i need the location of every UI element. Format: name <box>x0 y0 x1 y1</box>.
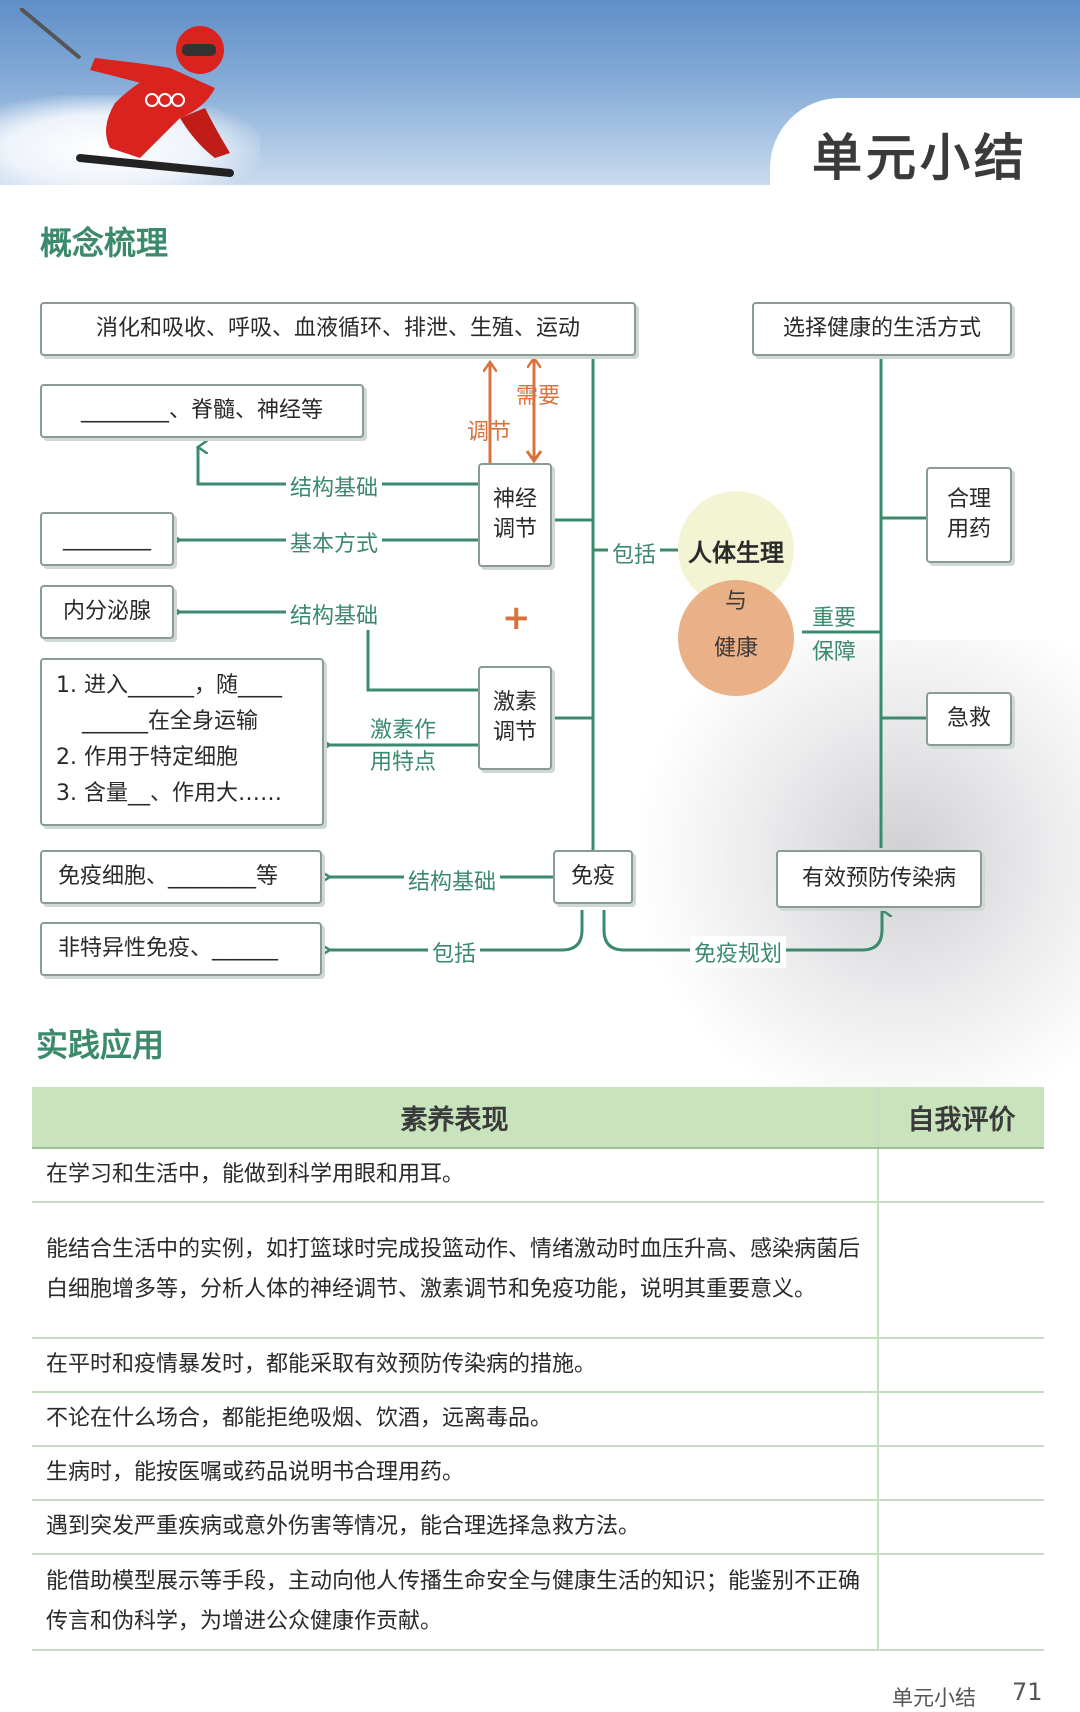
table-cell-self-evaluation[interactable] <box>877 1202 1044 1339</box>
label-immune-plan: 免疫规划 <box>690 936 787 968</box>
table-cell-literacy: 不论在什么场合，都能拒绝吸烟、饮酒，远离毒品。 <box>32 1392 878 1447</box>
table-cell-literacy: 能结合生活中的实例，如打篮球时完成投篮动作、情绪激动时血压升高、感染病菌后白细胞… <box>32 1202 878 1339</box>
label-structural-basis-3: 结构基础 <box>404 864 501 896</box>
skier-illustration <box>20 8 234 177</box>
literacy-self-evaluation-table: 素养表现 自我评价 在学习和生活中，能做到科学用眼和用耳。 能结合生活中的实例，… <box>32 1087 1044 1651</box>
immune-structure-box: 免疫细胞、________等 <box>40 850 322 904</box>
table-cell-self-evaluation[interactable] <box>877 1500 1044 1555</box>
hormone-feature-line-2: ______在全身运输 <box>82 709 259 734</box>
footer-label: 单元小结 <box>892 1686 976 1710</box>
center-label-physiology: 人体生理 <box>688 539 784 567</box>
unit-summary-tab: 单元小结 <box>770 98 1080 194</box>
table-cell-self-evaluation[interactable] <box>877 1148 1044 1203</box>
table-cell-literacy: 在平时和疫情暴发时，都能采取有效预防传染病的措施。 <box>32 1338 878 1393</box>
table-cell-self-evaluation[interactable] <box>877 1338 1044 1393</box>
center-label-and: 与 <box>724 589 747 614</box>
first-aid-box: 急救 <box>926 692 1012 746</box>
hormone-regulation-box: 激素调节 <box>478 666 552 770</box>
label-important-guarantee: 重要保障 <box>812 606 857 665</box>
endocrine-gland-box: 内分泌腺 <box>40 585 174 639</box>
table-row: 不论在什么场合，都能拒绝吸烟、饮酒，远离毒品。 <box>32 1392 1044 1447</box>
table-row: 能借助模型展示等手段，主动向他人传播生命安全与健康生活的知识；能鉴别不正确传言和… <box>32 1554 1044 1651</box>
label-hormone-feature: 激素作用特点 <box>370 718 437 775</box>
healthy-lifestyle-box: 选择健康的生活方式 <box>752 302 1012 356</box>
rational-medication-box: 合理用药 <box>926 467 1012 563</box>
hormone-feature-line-3: 2. 作用于特定细胞 <box>56 745 238 770</box>
label-structural-basis-2: 结构基础 <box>286 598 383 630</box>
hormone-features-box: 1. 进入______，随____ ______在全身运输 2. 作用于特定细胞… <box>40 658 324 826</box>
table-cell-self-evaluation[interactable] <box>877 1446 1044 1501</box>
plus-sign: + <box>502 598 531 638</box>
table-cell-literacy: 遇到突发严重疾病或意外伤害等情况，能合理选择急救方法。 <box>32 1500 878 1555</box>
table-row: 遇到突发严重疾病或意外伤害等情况，能合理选择急救方法。 <box>32 1500 1044 1555</box>
table-row: 生病时，能按医嘱或药品说明书合理用药。 <box>32 1446 1044 1501</box>
table-cell-self-evaluation[interactable] <box>877 1554 1044 1651</box>
page-number: 71 <box>1012 1678 1043 1706</box>
center-label-health: 健康 <box>713 636 758 661</box>
table-cell-literacy: 能借助模型展示等手段，主动向他人传播生命安全与健康生活的知识；能鉴别不正确传言和… <box>32 1554 878 1651</box>
prevent-infection-box: 有效预防传染病 <box>776 850 982 908</box>
concept-map-connectors <box>0 0 926 1000</box>
nerve-regulation-box: 神经调节 <box>478 463 552 567</box>
immune-types-box: 非特异性免疫、______ <box>40 922 322 976</box>
page-title: 单元小结 <box>812 129 1028 187</box>
body-systems-box: 消化和吸收、呼吸、血液循环、排泄、生殖、运动 <box>40 302 636 356</box>
label-basic-mode: 基本方式 <box>286 526 383 558</box>
label-regulate: 调节 <box>467 420 512 445</box>
table-cell-literacy: 生病时，能按医嘱或药品说明书合理用药。 <box>32 1446 878 1501</box>
table-cell-literacy: 在学习和生活中，能做到科学用眼和用耳。 <box>32 1148 878 1203</box>
hormone-feature-line-1: 1. 进入______，随____ <box>56 673 282 698</box>
table-cell-self-evaluation[interactable] <box>877 1392 1044 1447</box>
label-structural-basis-1: 结构基础 <box>286 470 383 502</box>
hormone-feature-line-4: 3. 含量__、作用大…… <box>56 781 282 806</box>
label-include-1: 包括 <box>608 537 661 569</box>
section-title-practice: 实践应用 <box>36 1026 165 1064</box>
table-row: 能结合生活中的实例，如打篮球时完成投篮动作、情绪激动时血压升高、感染病菌后白细胞… <box>32 1202 1044 1339</box>
label-need: 需要 <box>516 384 561 409</box>
table-row: 在学习和生活中，能做到科学用眼和用耳。 <box>32 1148 1044 1203</box>
column-header-self-evaluation: 自我评价 <box>877 1087 1044 1149</box>
table-row: 在平时和疫情暴发时，都能采取有效预防传染病的措施。 <box>32 1338 1044 1393</box>
table-header-row: 素养表现 自我评价 <box>32 1087 1044 1149</box>
column-header-literacy: 素养表现 <box>32 1087 878 1149</box>
nerve-basic-mode-box: ________ <box>40 512 174 566</box>
label-include-2: 包括 <box>428 936 481 968</box>
immunity-box: 免疫 <box>553 850 633 904</box>
section-title-concept: 概念梳理 <box>40 224 169 262</box>
nerve-structure-box: ________、脊髓、神经等 <box>40 384 364 438</box>
